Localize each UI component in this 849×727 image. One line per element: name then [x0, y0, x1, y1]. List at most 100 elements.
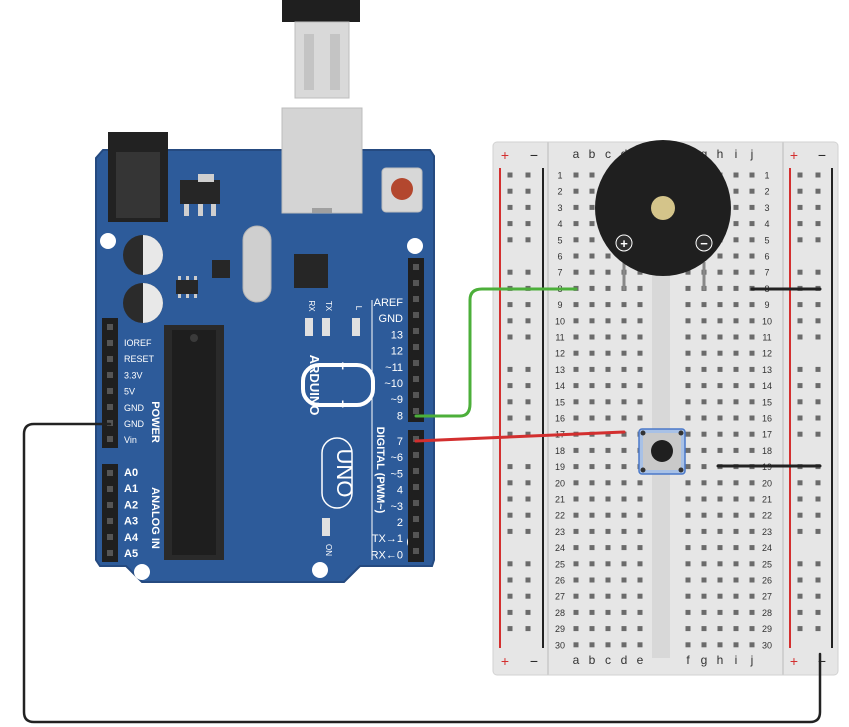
breadboard-hole[interactable] — [589, 528, 595, 534]
breadboard-hole[interactable] — [621, 642, 627, 648]
breadboard-hole[interactable] — [685, 626, 691, 632]
breadboard-hole[interactable] — [589, 577, 595, 583]
rail-hole[interactable] — [507, 626, 513, 632]
header-hole[interactable] — [413, 468, 419, 474]
rail-hole[interactable] — [507, 302, 513, 308]
breadboard-hole[interactable] — [749, 334, 755, 340]
breadboard-hole[interactable] — [573, 269, 579, 275]
rail-hole[interactable] — [507, 561, 513, 567]
breadboard-hole[interactable] — [589, 593, 595, 599]
header-hole[interactable] — [107, 486, 113, 492]
breadboard-hole[interactable] — [573, 204, 579, 210]
breadboard-hole[interactable] — [733, 496, 739, 502]
breadboard-hole[interactable] — [637, 593, 643, 599]
breadboard-hole[interactable] — [717, 496, 723, 502]
breadboard-hole[interactable] — [717, 383, 723, 389]
breadboard-hole[interactable] — [573, 593, 579, 599]
rail-hole[interactable] — [525, 496, 531, 502]
rail-hole[interactable] — [815, 528, 821, 534]
rail-hole[interactable] — [507, 269, 513, 275]
breadboard-hole[interactable] — [573, 447, 579, 453]
rail-hole[interactable] — [815, 188, 821, 194]
breadboard-hole[interactable] — [589, 609, 595, 615]
breadboard-hole[interactable] — [605, 642, 611, 648]
breadboard-hole[interactable] — [717, 642, 723, 648]
rail-hole[interactable] — [507, 366, 513, 372]
breadboard-hole[interactable] — [685, 269, 691, 275]
breadboard-hole[interactable] — [749, 415, 755, 421]
breadboard-hole[interactable] — [605, 334, 611, 340]
rail-hole[interactable] — [525, 464, 531, 470]
rail-hole[interactable] — [525, 577, 531, 583]
breadboard-hole[interactable] — [589, 253, 595, 259]
breadboard-hole[interactable] — [637, 350, 643, 356]
breadboard-hole[interactable] — [637, 302, 643, 308]
breadboard-hole[interactable] — [701, 496, 707, 502]
rail-hole[interactable] — [507, 188, 513, 194]
rail-hole[interactable] — [815, 269, 821, 275]
breadboard-hole[interactable] — [573, 496, 579, 502]
breadboard-hole[interactable] — [749, 593, 755, 599]
breadboard-hole[interactable] — [573, 399, 579, 405]
breadboard-hole[interactable] — [685, 399, 691, 405]
breadboard-hole[interactable] — [621, 415, 627, 421]
breadboard-hole[interactable] — [621, 318, 627, 324]
breadboard-hole[interactable] — [573, 237, 579, 243]
rail-hole[interactable] — [507, 204, 513, 210]
rail-hole[interactable] — [525, 204, 531, 210]
breadboard-hole[interactable] — [605, 399, 611, 405]
rail-hole[interactable] — [507, 512, 513, 518]
header-hole[interactable] — [107, 502, 113, 508]
breadboard-hole[interactable] — [589, 204, 595, 210]
breadboard-hole[interactable] — [717, 593, 723, 599]
breadboard-hole[interactable] — [717, 253, 723, 259]
breadboard-hole[interactable] — [717, 415, 723, 421]
breadboard-hole[interactable] — [637, 269, 643, 275]
rail-hole[interactable] — [815, 561, 821, 567]
breadboard-hole[interactable] — [637, 480, 643, 486]
breadboard-hole[interactable] — [685, 302, 691, 308]
rail-hole[interactable] — [507, 609, 513, 615]
breadboard-hole[interactable] — [605, 464, 611, 470]
breadboard-hole[interactable] — [749, 350, 755, 356]
rail-hole[interactable] — [815, 302, 821, 308]
rail-hole[interactable] — [815, 366, 821, 372]
breadboard-hole[interactable] — [701, 577, 707, 583]
rail-hole[interactable] — [815, 221, 821, 227]
breadboard-hole[interactable] — [685, 561, 691, 567]
breadboard-hole[interactable] — [749, 366, 755, 372]
breadboard-hole[interactable] — [621, 496, 627, 502]
rail-hole[interactable] — [507, 464, 513, 470]
breadboard-hole[interactable] — [573, 609, 579, 615]
breadboard-hole[interactable] — [733, 366, 739, 372]
rail-hole[interactable] — [525, 399, 531, 405]
breadboard-hole[interactable] — [685, 496, 691, 502]
header-hole[interactable] — [413, 532, 419, 538]
breadboard-hole[interactable] — [749, 204, 755, 210]
breadboard-hole[interactable] — [685, 383, 691, 389]
breadboard-hole[interactable] — [733, 285, 739, 291]
breadboard-hole[interactable] — [605, 318, 611, 324]
rail-hole[interactable] — [525, 172, 531, 178]
rail-hole[interactable] — [797, 172, 803, 178]
breadboard-hole[interactable] — [621, 383, 627, 389]
rail-hole[interactable] — [507, 593, 513, 599]
header-hole[interactable] — [107, 372, 113, 378]
breadboard-hole[interactable] — [621, 609, 627, 615]
header-hole[interactable] — [107, 356, 113, 362]
rail-hole[interactable] — [525, 383, 531, 389]
breadboard-hole[interactable] — [605, 366, 611, 372]
rail-hole[interactable] — [507, 496, 513, 502]
breadboard-hole[interactable] — [685, 334, 691, 340]
rail-hole[interactable] — [507, 480, 513, 486]
rail-hole[interactable] — [797, 269, 803, 275]
breadboard-hole[interactable] — [701, 626, 707, 632]
header-hole[interactable] — [107, 436, 113, 442]
breadboard-hole[interactable] — [573, 480, 579, 486]
breadboard-hole[interactable] — [685, 642, 691, 648]
piezo-buzzer[interactable]: + − — [595, 140, 731, 290]
breadboard-hole[interactable] — [749, 480, 755, 486]
breadboard-hole[interactable] — [621, 545, 627, 551]
breadboard-hole[interactable] — [621, 561, 627, 567]
breadboard-hole[interactable] — [573, 545, 579, 551]
